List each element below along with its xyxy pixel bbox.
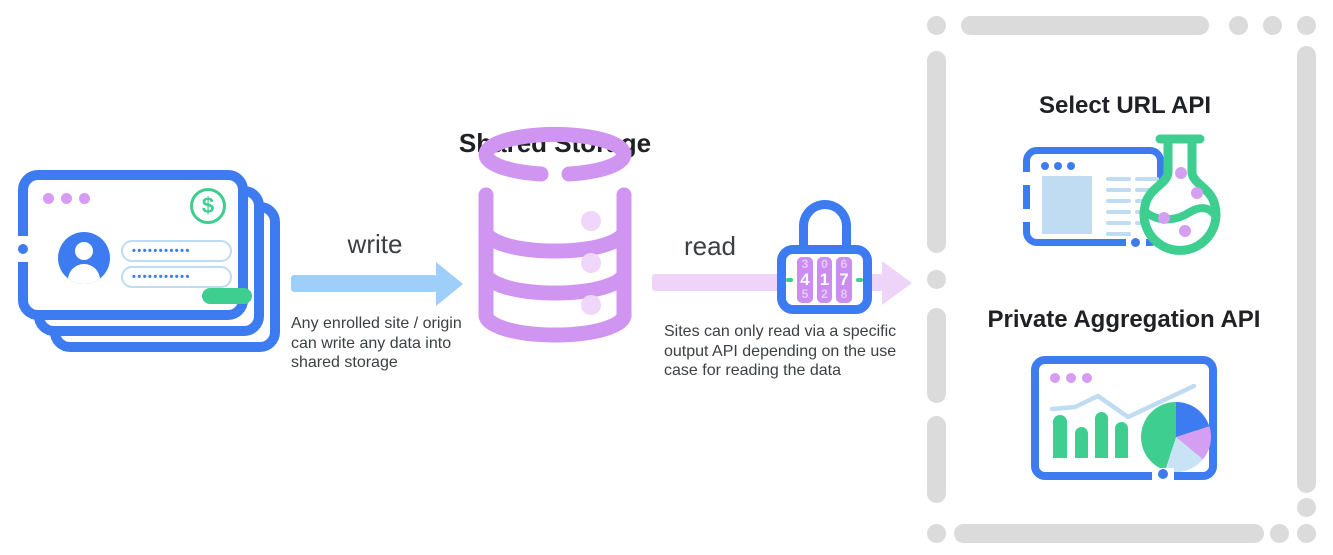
flask-icon [1134, 132, 1226, 255]
write-arrow-head [436, 262, 463, 306]
select-url-api-title: Select URL API [1038, 92, 1212, 119]
dial-wheel[interactable]: 6 7 8 [836, 256, 852, 303]
analytics-window-icon [1031, 356, 1217, 480]
password-field[interactable]: ••••••••••• [121, 266, 232, 288]
read-caption: Sites can only read via a specific outpu… [664, 323, 897, 379]
window-dots-icon [1050, 373, 1092, 383]
avatar-icon [58, 232, 110, 284]
border-dot [1131, 238, 1140, 247]
window-dots-icon [43, 193, 90, 204]
window-dots-icon [1041, 162, 1075, 170]
dial-wheel[interactable]: 0 1 2 [816, 256, 833, 303]
write-label: write [347, 229, 403, 259]
pie-chart-icon [1141, 402, 1211, 472]
content-panel [1042, 176, 1092, 234]
submit-button-shape[interactable] [202, 288, 252, 304]
write-arrow [291, 275, 437, 292]
browser-window-icon [1023, 147, 1164, 246]
read-arrow-head [882, 261, 912, 305]
line-chart-icon [1049, 383, 1197, 420]
private-aggregation-api-title: Private Aggregation API [987, 306, 1261, 333]
lock-shackle [799, 200, 851, 252]
password-field[interactable]: ••••••••••• [121, 240, 232, 262]
border-dot [1158, 469, 1168, 479]
dollar-icon: $ [190, 188, 226, 224]
write-caption: Any enrolled site / origin can write any… [291, 315, 462, 371]
dial-wheel[interactable]: 3 4 5 [797, 256, 813, 303]
read-label: read [683, 231, 737, 261]
lock-icon: 3 4 5 0 1 2 6 7 8 [777, 200, 872, 314]
stack-window-front: $ ••••••••••• ••••••••••• [18, 170, 252, 320]
border-dot [18, 244, 28, 254]
database-icon [469, 126, 641, 355]
combination-dial: 3 4 5 0 1 2 6 7 8 [777, 245, 872, 314]
